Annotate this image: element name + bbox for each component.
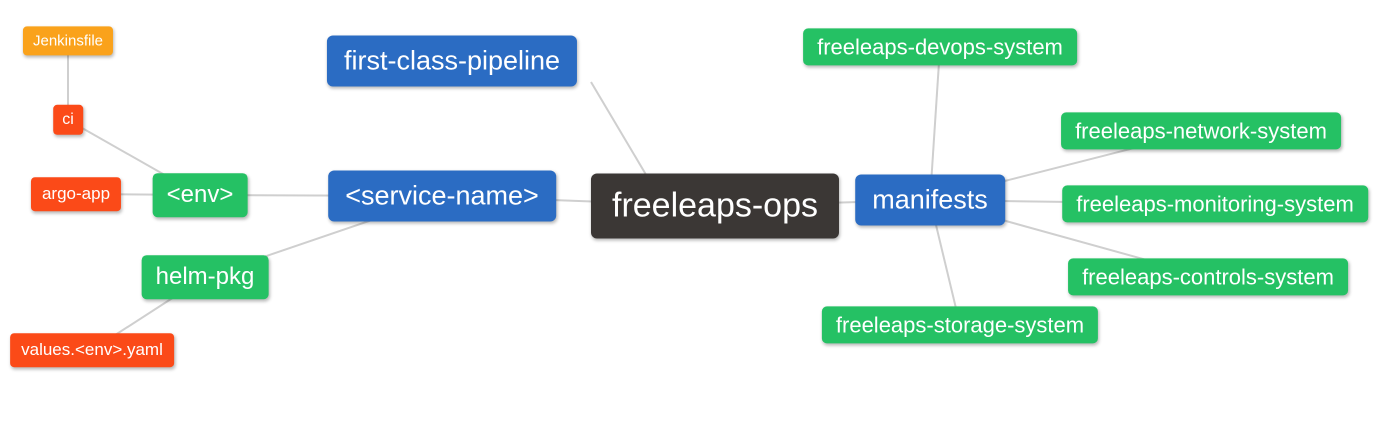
- mindmap-node-freeleaps-network-system[interactable]: freeleaps-network-system: [1061, 112, 1341, 150]
- mindmap-node-manifests[interactable]: manifests: [855, 174, 1005, 226]
- mindmap-node-values-env-yaml[interactable]: values.<env>.yaml: [10, 333, 174, 367]
- mindmap-node-freeleaps-storage-system[interactable]: freeleaps-storage-system: [821, 306, 1099, 344]
- mindmap-node-jenkinsfile[interactable]: Jenkinsfile: [22, 26, 114, 56]
- mindmap-node-service-name[interactable]: <service-name>: [328, 170, 556, 222]
- mindmap-node-helm-pkg[interactable]: helm-pkg: [141, 255, 269, 299]
- mindmap-node-freeleaps-devops-system[interactable]: freeleaps-devops-system: [803, 28, 1077, 66]
- mindmap-node-first-class-pipeline[interactable]: first-class-pipeline: [326, 35, 578, 87]
- mindmap-node-argo-app[interactable]: argo-app: [30, 177, 122, 211]
- mindmap-node-freeleaps-controls-system[interactable]: freeleaps-controls-system: [1068, 258, 1348, 296]
- mindmap-node-freeleaps-monitoring-system[interactable]: freeleaps-monitoring-system: [1062, 185, 1368, 223]
- mindmap-node-ci[interactable]: ci: [53, 104, 83, 136]
- mindmap-node-freeleaps-ops[interactable]: freeleaps-ops: [590, 173, 840, 239]
- mindmap-node-env[interactable]: <env>: [152, 173, 248, 217]
- edge-first-class-pipeline-to-freeleaps-ops: [590, 81, 649, 179]
